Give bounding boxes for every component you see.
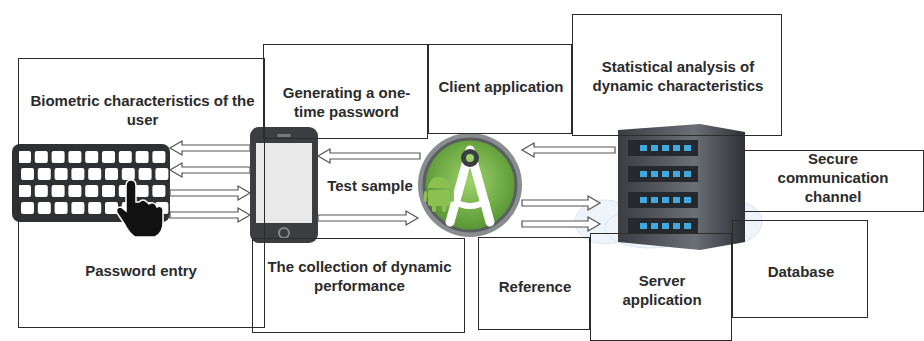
database-box: Database [732,220,868,318]
flow-arrow [170,141,250,155]
server-light [640,223,647,229]
server-light [651,171,658,177]
key [71,168,84,180]
node-text: Database [739,262,863,281]
key [85,185,98,197]
server-light [640,171,647,177]
smartphone [250,127,318,243]
node-text: Biometric characteristics of the user [25,91,260,129]
key [68,185,81,197]
key [38,202,51,214]
key [71,202,84,214]
node-text: The collection of dynamic performance [263,257,456,295]
key [155,168,168,180]
flow-label: Test sample [318,176,422,195]
key [119,151,132,163]
client-box: Client application [428,44,572,134]
flow-arrow [522,143,615,157]
node-text: Reference [483,277,587,296]
reference-box: Reference [478,237,590,330]
server-light [662,145,669,151]
server-light [651,145,658,151]
key [102,151,115,163]
android-studio-icon [418,133,522,237]
key [152,151,165,163]
key [21,202,34,214]
node-text: Password entry [56,261,226,280]
analysis-box: Statistical analysis of dynamic characte… [572,14,782,136]
key [52,185,65,197]
server-light [684,171,691,177]
node-text: Client application [434,77,568,96]
server-light [662,223,669,229]
flow-arrow [522,217,600,231]
otp-box: Generating a one-time password [263,44,428,139]
node-text: Server application [597,271,727,309]
hand-cursor [117,180,164,237]
server-light [640,145,647,151]
key [139,168,152,180]
server-light [640,197,647,203]
key [35,151,48,163]
flow-arrow [318,211,418,225]
server-rack [618,124,745,250]
server-light [673,171,680,177]
server-bay [628,166,698,182]
key [35,185,48,197]
key [85,151,98,163]
flow-arrow [170,208,250,222]
server-bay [628,140,698,156]
biometric-box: Biometric characteristics of the userPas… [18,58,265,328]
server-light [651,197,658,203]
flow-arrow [522,196,600,210]
key [18,151,31,163]
key [136,185,149,197]
key [105,168,118,180]
server-light [673,223,680,229]
key [88,168,101,180]
flow-arrow [170,186,250,200]
key [102,185,115,197]
server-light [673,145,680,151]
key [21,168,34,180]
key [136,151,149,163]
node-text: Generating a one-time password [269,83,424,121]
server-bay [628,192,698,208]
channel-box: Secure communication channel [744,150,924,212]
server-light [662,171,669,177]
server-box: Server application [590,233,732,341]
server-light [684,223,691,229]
key [68,151,81,163]
key [88,202,101,214]
node-text: Statistical analysis of dynamic characte… [581,57,775,95]
key [152,185,165,197]
key [38,168,51,180]
node-text: Secure communication channel [753,149,913,206]
key [122,168,135,180]
collection-box: The collection of dynamic performance [252,238,465,333]
flow-arrow [318,149,420,163]
server-light [684,145,691,151]
server-bay [628,218,698,234]
server-light [684,197,691,203]
server-light [651,223,658,229]
key [18,185,31,197]
key [52,151,65,163]
key [55,168,68,180]
flow-arrow [170,163,250,177]
key [55,202,68,214]
server-light [662,197,669,203]
server-light [673,197,680,203]
